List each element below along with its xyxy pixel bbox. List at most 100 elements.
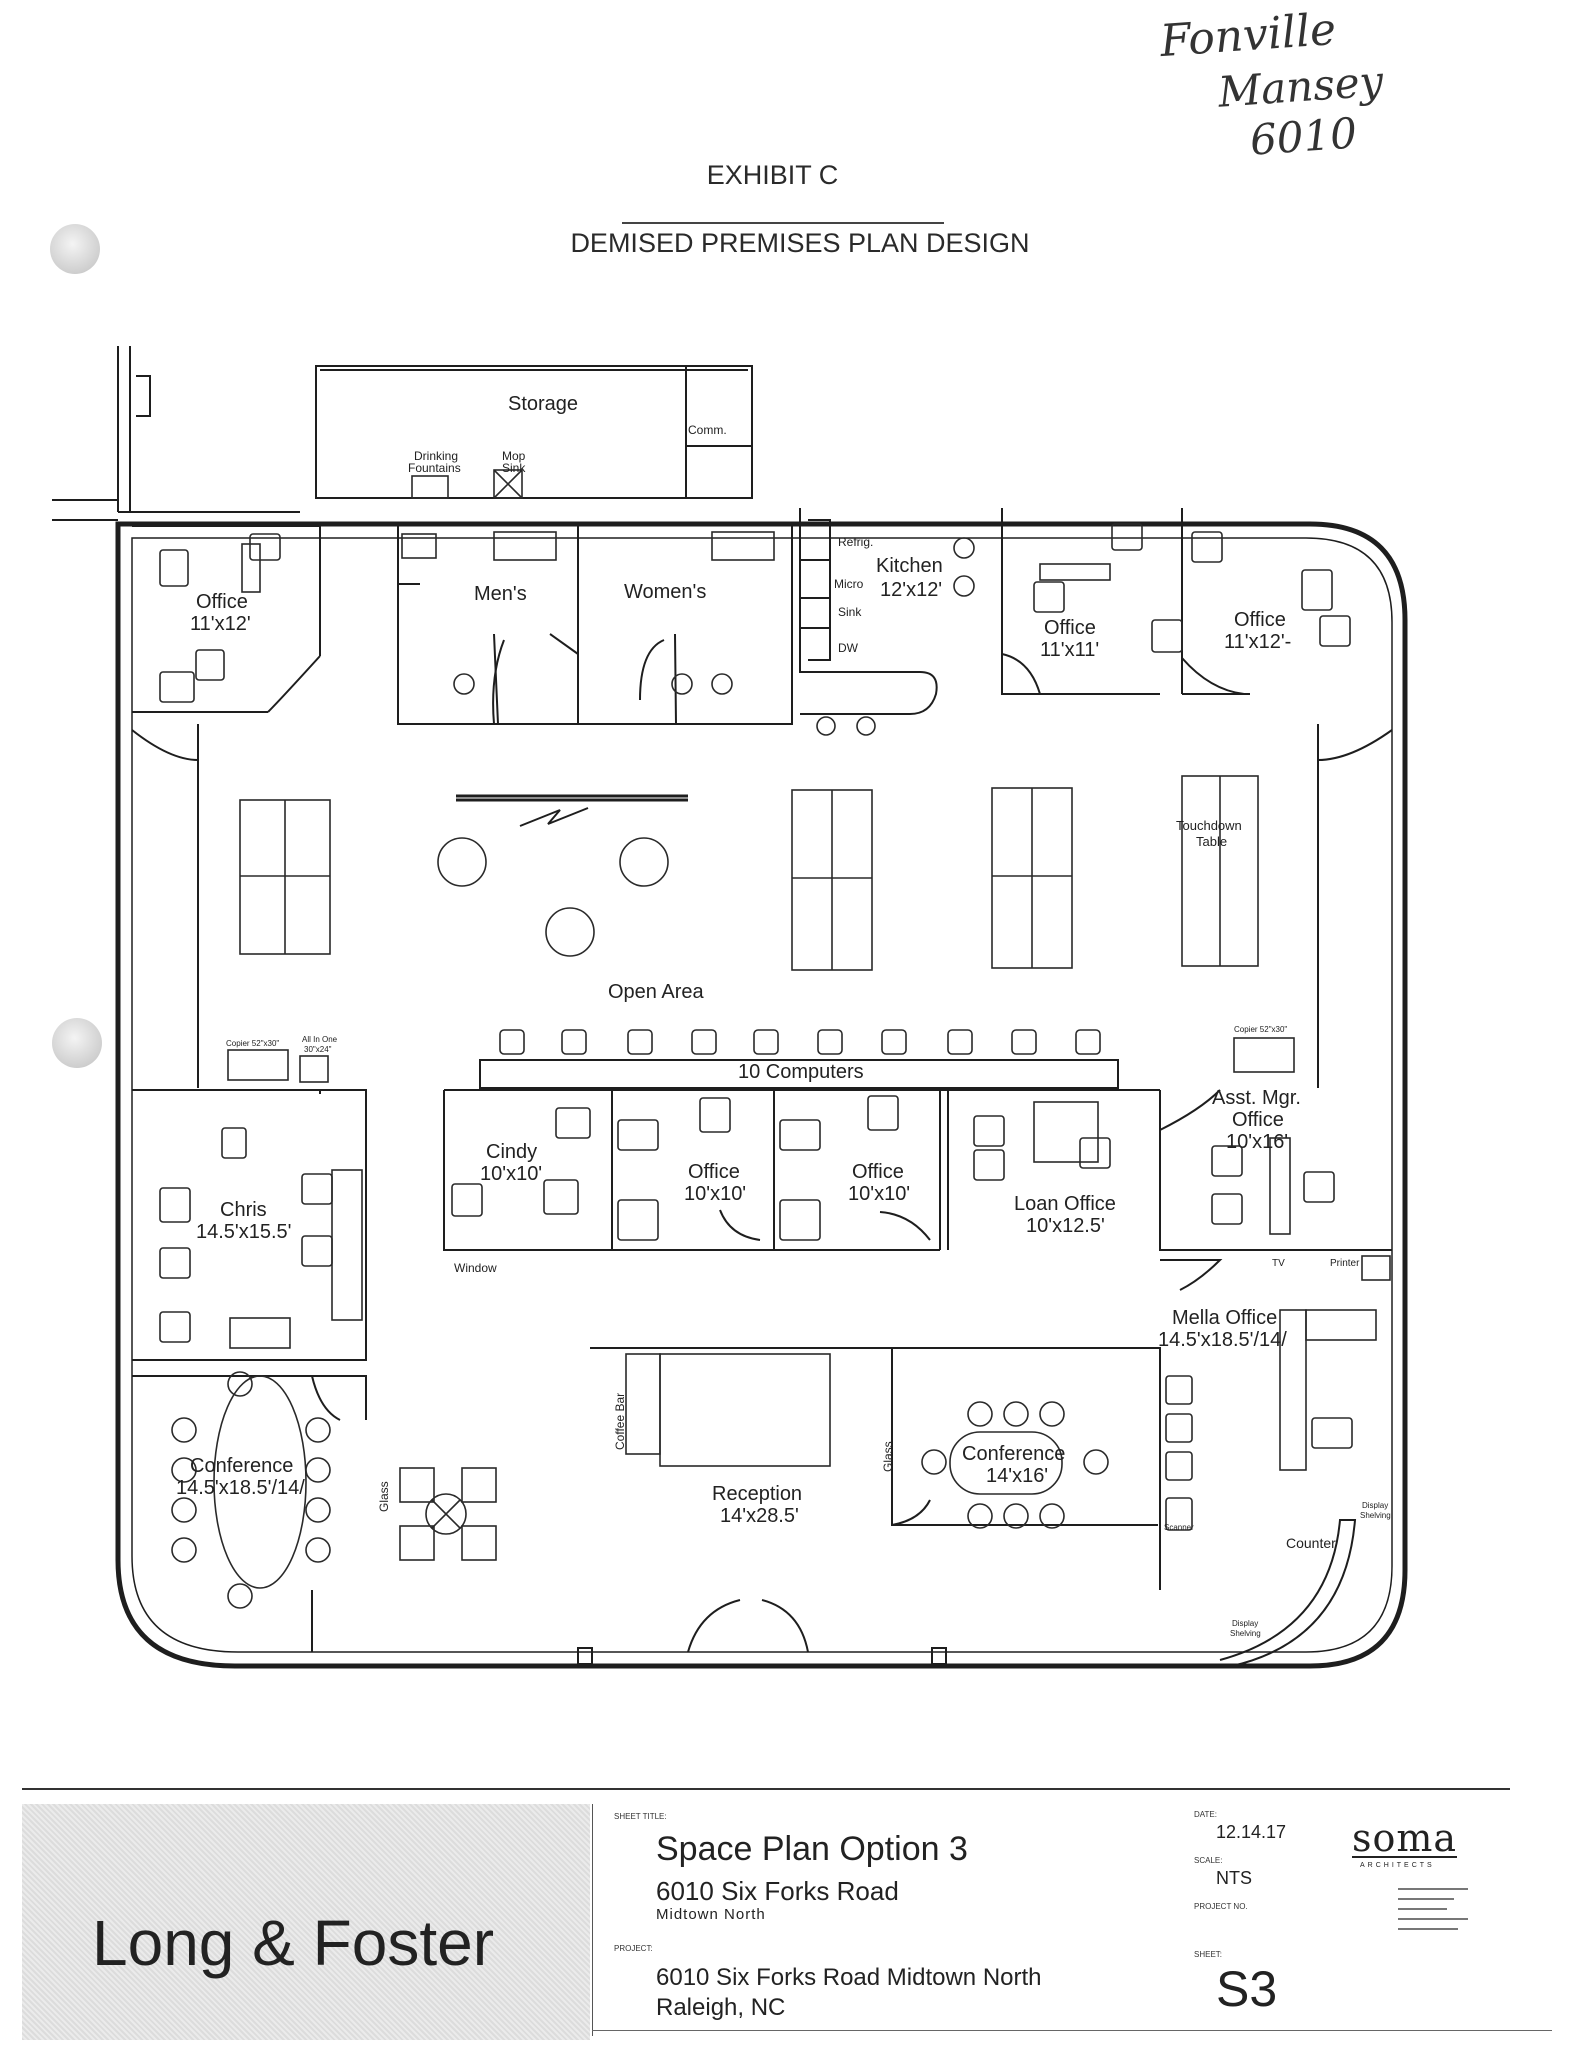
label-mella: Mella Office [1172, 1307, 1277, 1329]
label-office-ne1-size: 11'x11' [1040, 639, 1099, 661]
date-label: DATE: [1194, 1810, 1217, 1819]
label-conference-left: Conference [190, 1455, 293, 1477]
label-glass-left: Glass [377, 1481, 391, 1512]
project-label: PROJECT: [614, 1944, 653, 1953]
office-nw-walls [132, 525, 321, 713]
binder-hole-middle [52, 1018, 102, 1068]
plan-subtitle: DEMISED PREMISES PLAN DESIGN [570, 228, 1030, 258]
label-mens: Men's [474, 583, 527, 605]
heading-divider [622, 222, 944, 224]
label-office-mid1-size: 10'x10' [684, 1183, 746, 1205]
label-printer: Printer [1330, 1258, 1360, 1269]
sheet-label: SHEET: [1194, 1950, 1223, 1959]
label-display-shelving-right-1: Display [1362, 1501, 1388, 1510]
kitchen-walls [799, 508, 938, 715]
label-all-in-one-1: All In One [302, 1035, 338, 1044]
restroom-walls [397, 522, 793, 725]
label-scanner: Scanner [1164, 1523, 1194, 1532]
firm-logo-sub: ARCHITECTS [1360, 1862, 1435, 1869]
entrance-doors [687, 1599, 809, 1653]
middle-offices-walls [443, 1089, 1161, 1251]
exhibit-title: EXHIBIT C [706, 160, 839, 190]
computer-counter [479, 1059, 1119, 1089]
label-conference-mid-size: 14'x16' [986, 1465, 1048, 1487]
title-block-logo-panel [22, 1804, 590, 2040]
label-chris-size: 14.5'x15.5' [196, 1221, 292, 1243]
label-conference-mid: Conference [962, 1443, 1065, 1465]
firm-logo: soma [1352, 1816, 1458, 1860]
project-no-label: PROJECT NO. [1194, 1902, 1248, 1911]
label-comm: Comm. [688, 423, 727, 437]
label-touchdown-2: Table [1196, 834, 1227, 849]
label-window: Window [454, 1261, 497, 1275]
label-display-shelving-bottom-2: Shelving [1230, 1629, 1261, 1638]
label-office-ne2: Office [1234, 609, 1286, 631]
asst-mgr-walls [1159, 1089, 1392, 1251]
label-cindy: Cindy [486, 1141, 537, 1163]
project-line2: Raleigh, NC [656, 1994, 786, 2021]
label-tv: TV [1272, 1258, 1285, 1269]
partition-wall [456, 794, 688, 802]
label-fountains-2: Fountains [408, 461, 461, 475]
label-office-ne2-size: 11'x12'- [1224, 631, 1291, 653]
sheet-number: S3 [1216, 1961, 1278, 2017]
scale-value: NTS [1216, 1868, 1252, 1888]
exterior-wall [115, 521, 1408, 1669]
label-mop-sink-2: Sink [502, 461, 526, 475]
label-display-shelving-bottom-1: Display [1232, 1619, 1258, 1628]
comm-room [685, 366, 752, 498]
floor-plan: Storage Comm. Drinking Fountains Mop Sin… [52, 346, 1408, 1669]
label-reception: Reception [712, 1483, 802, 1505]
reception-walls [590, 1347, 1161, 1590]
computer-chairs [499, 1029, 1101, 1055]
label-display-shelving-right-2: Shelving [1360, 1511, 1391, 1520]
title-block-divider-1 [592, 1804, 593, 2036]
scale-label: SCALE: [1194, 1856, 1223, 1865]
label-office-nw: Office [196, 591, 248, 613]
title-block-rule-bottom [592, 2030, 1552, 2031]
label-touchdown-1: Touchdown [1176, 818, 1242, 833]
label-reception-size: 14'x28.5' [720, 1505, 799, 1527]
label-storage: Storage [508, 393, 578, 415]
conference-left-walls [132, 1375, 367, 1652]
label-counter: Counter [1286, 1535, 1336, 1551]
client-name: Long & Foster [92, 1907, 494, 1979]
firm-address-block [1398, 1882, 1468, 1938]
label-chris: Chris [220, 1199, 267, 1221]
sheet-address: 6010 Six Forks Road [656, 1876, 899, 1906]
label-office-mid1: Office [688, 1161, 740, 1183]
label-dw: DW [838, 641, 859, 655]
label-asst-mgr-2: Office [1232, 1109, 1284, 1131]
office-ne-walls [1001, 508, 1250, 695]
label-loan-office-size: 10'x12.5' [1026, 1215, 1105, 1237]
sheet-area: Midtown North [656, 1906, 766, 1923]
label-coffee-bar: Coffee Bar [613, 1393, 627, 1450]
label-copier-left: Copier 52"x30" [226, 1039, 279, 1048]
label-micro: Micro [834, 577, 864, 591]
label-kitchen: Kitchen [876, 555, 943, 577]
label-refrig: Refrig. [838, 535, 873, 549]
chris-office-walls [132, 1089, 367, 1361]
label-computers: 10 Computers [738, 1061, 864, 1083]
label-asst-mgr-size: 10'x16' [1226, 1131, 1288, 1153]
title-block-rule-top [22, 1788, 1510, 1790]
label-kitchen-size: 12'x12' [880, 579, 942, 601]
sheet-title-label: SHEET TITLE: [614, 1812, 667, 1821]
project-line1: 6010 Six Forks Road Midtown North [656, 1964, 1042, 1991]
conference-left-table [213, 1375, 307, 1589]
label-conference-left-size: 14.5'x18.5'/14/ [176, 1477, 305, 1499]
label-loan-office: Loan Office [1014, 1193, 1116, 1215]
sheet-title: Space Plan Option 3 [656, 1830, 968, 1868]
label-asst-mgr-1: Asst. Mgr. [1212, 1087, 1301, 1109]
label-mella-size: 14.5'x18.5'/14/ [1158, 1329, 1287, 1351]
label-womens: Women's [624, 581, 706, 603]
label-sink: Sink [838, 605, 862, 619]
label-all-in-one-2: 30"x24" [304, 1045, 332, 1054]
date-value: 12.14.17 [1216, 1822, 1287, 1842]
label-fountains-1: Drinking [414, 449, 458, 463]
label-cindy-size: 10'x10' [480, 1163, 542, 1185]
label-copier-right: Copier 52"x30" [1234, 1025, 1287, 1034]
binder-hole-top [50, 224, 100, 274]
label-open-area: Open Area [608, 981, 705, 1003]
label-office-ne1: Office [1044, 617, 1096, 639]
